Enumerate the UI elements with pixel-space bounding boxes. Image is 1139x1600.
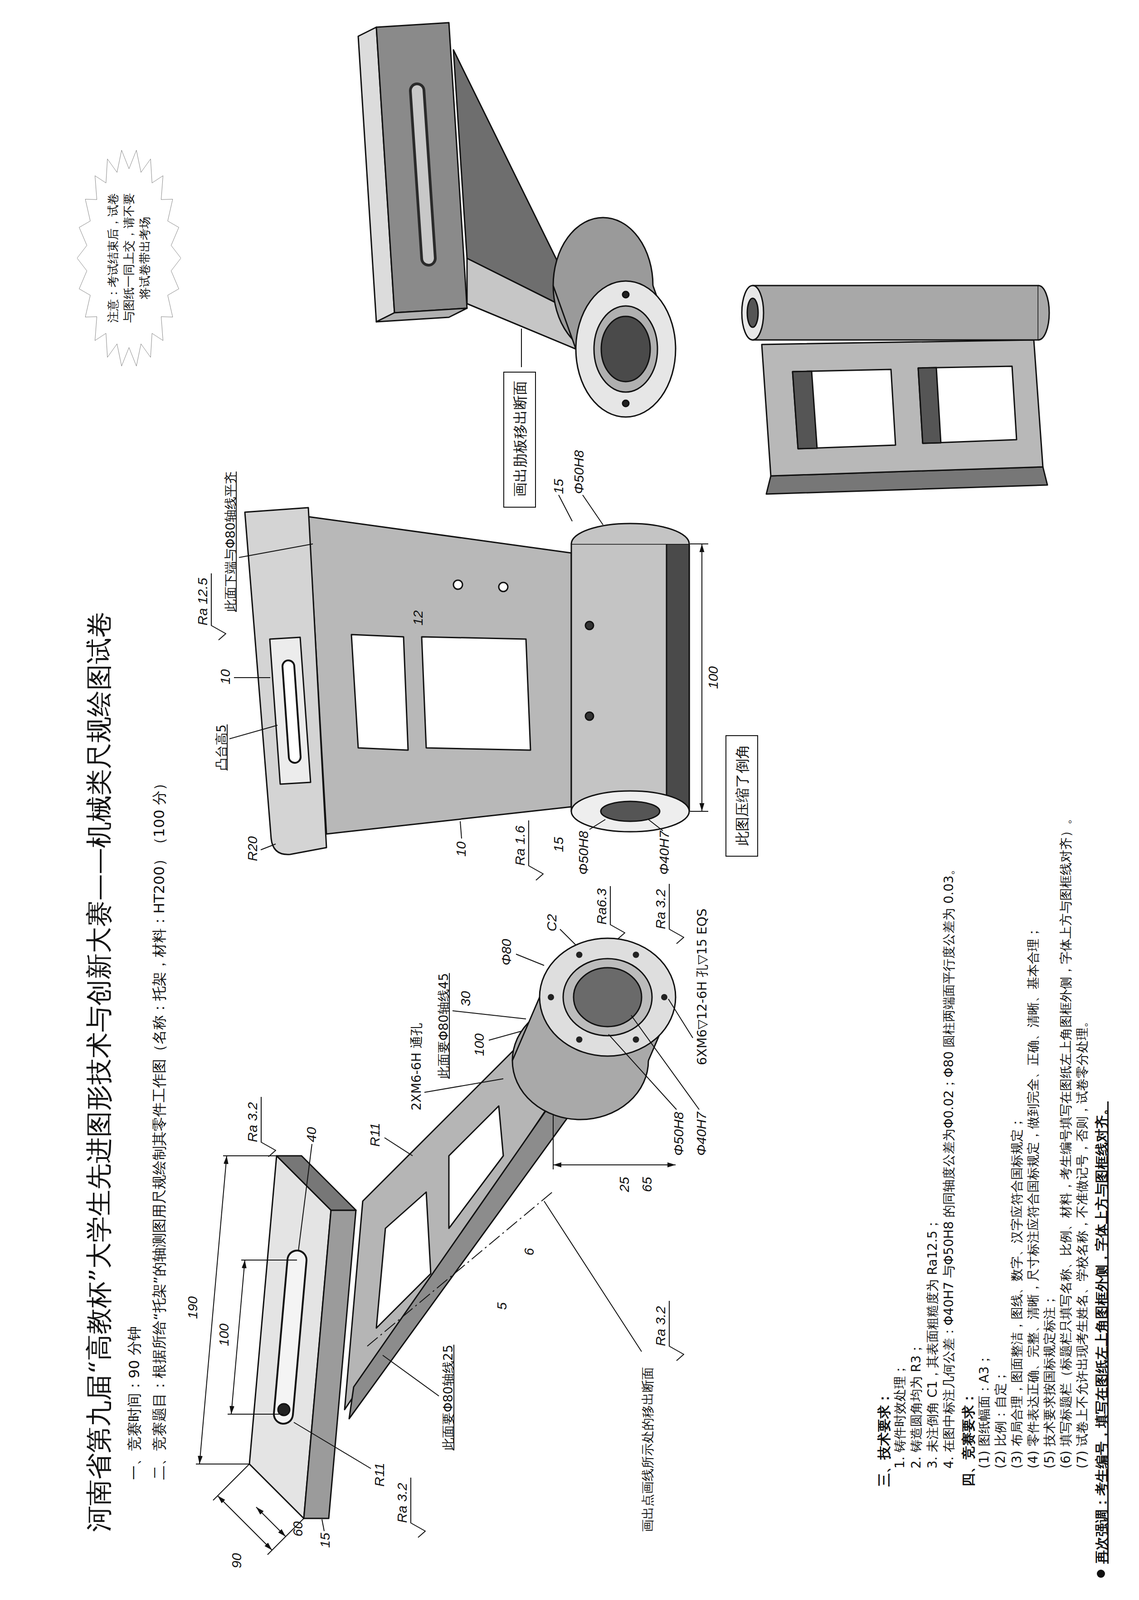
node-text: 注意：考试结束后，试卷与图纸一同上交，请不要将试卷带出考场 — [105, 192, 153, 325]
dimension-text: 100 — [705, 666, 721, 690]
dimension-text: R11 — [371, 1463, 388, 1488]
node-text-block: 画出肋板移出断面 — [510, 380, 531, 497]
dimension-text: 100 — [216, 1323, 232, 1347]
requirement-text: (2) 比例：自定； — [992, 1370, 1010, 1470]
requirement-text: (6) 填写标题栏（标题栏只填写名称、比例、材料，考生编号填写在图纸左上角图框外… — [1057, 812, 1075, 1470]
dimension-text: 40 — [303, 1127, 320, 1143]
bullet-dot — [1096, 1570, 1105, 1579]
node-text: 画出肋板移出断面 — [510, 380, 531, 497]
dimension-text: Φ80 — [498, 939, 515, 966]
roughness-text: Ra 3.2 — [652, 1306, 669, 1347]
section-heading: 三、技术要求： — [875, 1392, 894, 1488]
dimension-text: 15 — [317, 1533, 333, 1549]
dimension-text: Φ40H7 — [656, 831, 672, 876]
dimension-text: Φ50H8 — [671, 1112, 687, 1157]
dimension-text: Φ50H8 — [575, 831, 592, 876]
roughness-text: Ra 3.2 — [244, 1102, 261, 1143]
dimension-text: 5 — [494, 1302, 510, 1311]
note-box: 此图压缩了倒角 — [725, 735, 759, 857]
main-isometric-view — [195, 884, 700, 1556]
roughness-text: Ra 3.2 — [394, 1483, 410, 1524]
drawing-note: 此面下端与Φ80轴线平齐 — [222, 471, 240, 613]
dimension-text: 60 — [290, 1522, 306, 1538]
dimension-text: 25 — [616, 1177, 633, 1193]
dimension-text: 10 — [453, 842, 469, 857]
drawing-note: 此面要Φ80轴线45 — [435, 973, 453, 1080]
dimension-text: R11 — [367, 1123, 383, 1148]
roughness-text: Ra 1.6 — [512, 826, 528, 867]
roughness-text: Ra6.3 — [593, 888, 610, 925]
rendered-view — [358, 22, 676, 418]
dimension-text: 6 — [521, 1248, 537, 1256]
requirement-text: (5) 技术要求按国标规定标注； — [1041, 1294, 1059, 1470]
drawing-note: 2XM6-6H 通孔 — [408, 1023, 426, 1111]
dimension-text: 65 — [639, 1177, 655, 1193]
page-title: 河南省第九届“高教杯”大学生先进图形技术与创新大赛——机械类尺规绘图试卷 — [81, 611, 117, 1533]
roughness-text: Ra 3.2 — [652, 889, 669, 930]
node-text-block: 此图压缩了倒角 — [732, 744, 753, 847]
exam-info: 一、竞赛时间：90 分钟 — [124, 1326, 145, 1481]
drawing-note: 画出点画线所示处的移出断面 — [639, 1367, 657, 1533]
dimension-text: Φ50H8 — [571, 450, 587, 495]
drawing-note: 凸台高5 — [213, 724, 231, 771]
rendered-view-small — [741, 285, 1050, 495]
requirement-text: 1. 铸件时效处理； — [891, 1363, 909, 1470]
section-heading: 四、竞赛要求： — [959, 1392, 979, 1488]
emphasis-note: 再次强调：考生编号，填写在图纸左上角图框外侧，字体上方与图框线对齐。 — [1092, 1101, 1112, 1565]
drawing-note: 6XM6▽12-6H 孔▽15 EQS — [693, 908, 711, 1066]
notice-star: 注意：考试结束后，试卷与图纸一同上交，请不要将试卷带出考场 — [77, 149, 181, 368]
node-text: 此图压缩了倒角 — [732, 744, 753, 847]
dimension-text: 30 — [457, 991, 474, 1007]
requirement-text: 4. 在图中标注几何公差：Φ40H7 与Φ50H8 的同轴度公差为Φ0.02；Φ… — [940, 862, 958, 1470]
dimension-text: 190 — [184, 1296, 201, 1320]
second-isometric-view — [211, 495, 709, 881]
dimension-text: R20 — [244, 836, 261, 862]
dimension-text: 15 — [550, 479, 567, 495]
drawing-note: 此面要Φ80轴线25 — [439, 1345, 458, 1451]
requirement-text: (7) 试卷上不允许出现考生姓名、学校名称，不准做记号，否则，试卷零分处理。 — [1073, 1015, 1091, 1470]
dimension-text: 90 — [228, 1553, 245, 1569]
requirement-text: 3. 未注倒角 C1，其表面粗糙度为 Ra12.5； — [924, 1218, 942, 1470]
dimension-text: 15 — [550, 837, 567, 853]
dimension-text: C2 — [544, 914, 560, 932]
exam-info: 二、竞赛题目：根据所给“托架”的轴测图用尺规绘制其零件工作图（名称：托架，材料：… — [149, 776, 170, 1481]
dimension-text: 10 — [217, 669, 234, 685]
requirement-text: (1) 图纸幅面：A3； — [975, 1353, 993, 1470]
note-box: 画出肋板移出断面 — [503, 371, 536, 508]
requirement-text: (4) 零件表达正确、完整、清晰，尺寸标注应符合国标规定，做到完全、正确、清晰、… — [1024, 926, 1042, 1470]
dimension-text: 100 — [471, 1033, 487, 1057]
star-shape — [77, 150, 181, 366]
dimension-text: 12 — [410, 610, 426, 626]
dimension-text: Φ40H7 — [693, 1112, 710, 1157]
roughness-text: Ra 12.5 — [194, 578, 211, 626]
requirement-text: (3) 布局合理，图面整洁，图线、数字、汉字应符合国标规定； — [1008, 1116, 1026, 1470]
requirement-text: 2. 铸造圆角均为 R3； — [907, 1343, 925, 1470]
node-text-block: 注意：考试结束后，试卷与图纸一同上交，请不要将试卷带出考场 — [105, 192, 153, 325]
